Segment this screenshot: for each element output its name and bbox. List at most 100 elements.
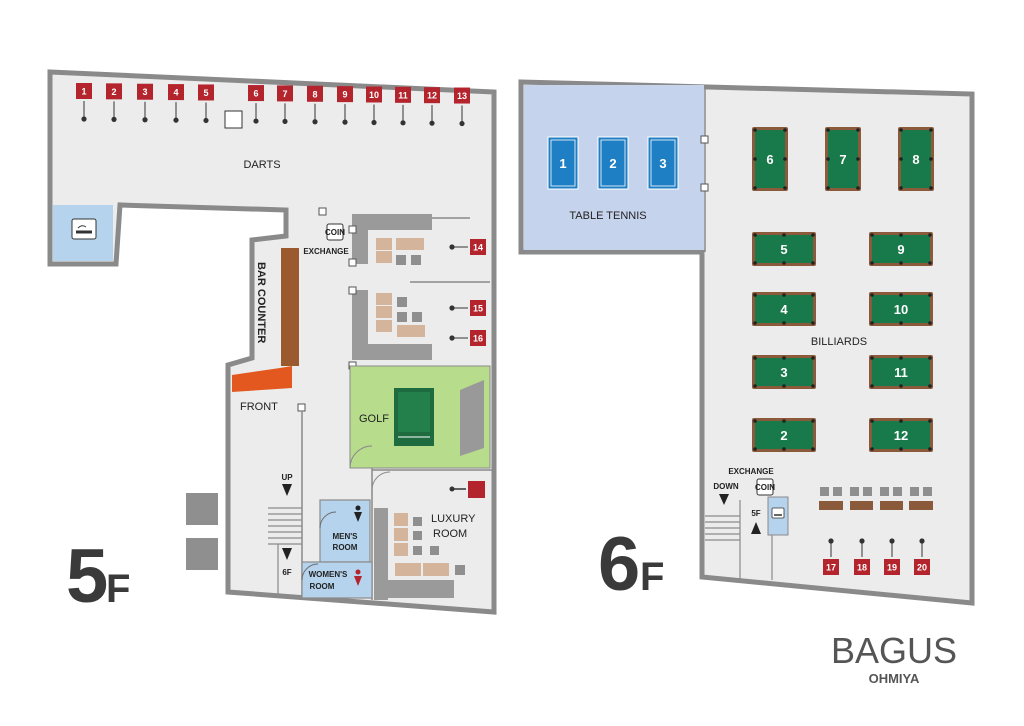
billiard-table-2[interactable]: 2 <box>752 418 816 452</box>
pillar-5f <box>297 403 306 412</box>
billiard-table-6[interactable]: 6 <box>752 127 788 191</box>
mens-room-label-2: ROOM <box>333 543 358 552</box>
dart-board-4[interactable]: 4 <box>168 84 184 123</box>
billiard-table-11[interactable]: 11 <box>869 355 933 389</box>
pillar-5f-2 <box>318 207 327 216</box>
dart-board-number: 4 <box>173 88 178 98</box>
dart-pin-icon <box>400 120 406 126</box>
tennis-table-1[interactable]: 1 <box>547 136 579 190</box>
dart-board-2[interactable]: 2 <box>106 83 122 122</box>
golf-label: GOLF <box>359 413 389 425</box>
dart-board-20[interactable]: 20 <box>914 538 930 575</box>
floor-5f-label: 5 <box>66 534 108 619</box>
dart-board-10[interactable]: 10 <box>366 86 382 126</box>
tennis-table-number: 1 <box>559 156 566 171</box>
dart-board-15[interactable]: 15 <box>449 300 486 316</box>
billiard-table-number: 12 <box>894 428 908 443</box>
dart-board-number: 8 <box>312 89 317 99</box>
dart-pin-icon <box>429 120 435 126</box>
dart-pin-icon <box>142 117 148 123</box>
dart-board-19[interactable]: 19 <box>884 538 900 575</box>
booth-14-wall-side <box>352 214 368 264</box>
darts-label: DARTS <box>243 159 280 171</box>
billiard-tables: 6 7 8 5 9 4 10 3 11 2 12 <box>752 127 934 452</box>
billiard-table-4[interactable]: 4 <box>752 292 816 326</box>
billiard-table-number: 2 <box>780 428 787 443</box>
dart-pin-icon <box>282 118 288 125</box>
billiard-table-3[interactable]: 3 <box>752 355 816 389</box>
dart-board-3[interactable]: 3 <box>137 83 153 123</box>
dart-pin-icon <box>459 120 465 127</box>
darts-boards-side-5f: 14 15 16 <box>449 239 486 346</box>
dart-board-number: 15 <box>473 304 483 314</box>
dart-pin-icon <box>889 538 895 544</box>
tennis-table-number: 3 <box>659 156 666 171</box>
darts-table <box>224 110 243 129</box>
dart-board-17[interactable]: 17 <box>823 538 839 575</box>
floor-6f-label-f: F <box>640 555 664 599</box>
dart-board-number: 17 <box>826 563 836 573</box>
dart-board-7[interactable]: 7 <box>277 85 293 125</box>
billiard-table-12[interactable]: 12 <box>869 418 933 452</box>
booth-14-sofa-a <box>376 238 392 250</box>
tv-icon <box>449 481 485 498</box>
billiard-table-number: 9 <box>897 242 904 257</box>
dart-pin-icon <box>342 119 348 125</box>
dart-board-6[interactable]: 6 <box>248 85 264 124</box>
billiard-table-9[interactable]: 9 <box>869 232 933 266</box>
dart-board-13[interactable]: 13 <box>454 87 470 127</box>
dart-board-number: 1 <box>81 87 86 97</box>
mens-room <box>319 499 371 563</box>
dart-pin-icon <box>859 538 865 544</box>
mens-icon <box>354 505 362 522</box>
dart-board-14[interactable]: 14 <box>449 239 486 255</box>
dart-board-16[interactable]: 16 <box>449 330 486 346</box>
outside-block-2 <box>186 538 218 570</box>
billiard-table-10[interactable]: 10 <box>869 292 933 326</box>
brand-name: BAGUS <box>831 630 957 671</box>
dart-pin-icon <box>81 116 87 122</box>
dart-board-9[interactable]: 9 <box>337 86 353 125</box>
dart-board-number: 18 <box>857 563 867 573</box>
smoking-icon <box>71 218 97 240</box>
dart-board-11[interactable]: 11 <box>395 86 411 126</box>
floor-5f-outline <box>47 69 497 615</box>
dart-board-5[interactable]: 5 <box>198 84 214 124</box>
luxury-room-label-2: ROOM <box>433 528 467 540</box>
dart-pin-icon <box>919 538 925 544</box>
billiard-table-7[interactable]: 7 <box>825 127 861 191</box>
dart-board-number: 19 <box>887 563 897 573</box>
dart-board-8[interactable]: 8 <box>307 85 323 125</box>
billiard-table-number: 8 <box>912 152 919 167</box>
dart-pin-icon <box>828 538 834 544</box>
luxury-room-wall-bottom <box>374 580 454 598</box>
tennis-table-2[interactable]: 2 <box>597 136 629 190</box>
down-arrow <box>719 494 729 505</box>
down-arrow-6f <box>282 548 292 560</box>
dart-board-number: 12 <box>427 91 437 101</box>
booth-15-wall-bottom <box>352 344 432 360</box>
billiard-table-5[interactable]: 5 <box>752 232 816 266</box>
down-label: DOWN <box>713 482 739 491</box>
dart-pin-icon <box>253 118 259 124</box>
dart-board-1[interactable]: 1 <box>76 83 92 122</box>
billiard-table-number: 11 <box>894 365 908 380</box>
billiard-table-number: 7 <box>839 152 846 167</box>
dart-board-18[interactable]: 18 <box>854 538 870 575</box>
dart-pin-icon <box>449 335 455 341</box>
womens-room-label-1: WOMEN'S <box>309 570 348 579</box>
front-label: FRONT <box>240 401 278 413</box>
coin-label: COIN <box>325 228 345 237</box>
tennis-table-3[interactable]: 3 <box>647 136 679 190</box>
coin-exchange-5f <box>326 223 344 241</box>
billiards-label: BILLIARDS <box>811 336 867 348</box>
dart-pin-icon <box>173 117 179 123</box>
coin-label-6f: COIN <box>755 483 775 492</box>
tennis-tables: 1 2 3 <box>547 136 679 190</box>
booth-14-sofa-b <box>376 251 392 263</box>
billiard-table-8[interactable]: 8 <box>898 127 934 191</box>
dart-board-12[interactable]: 12 <box>424 87 440 126</box>
